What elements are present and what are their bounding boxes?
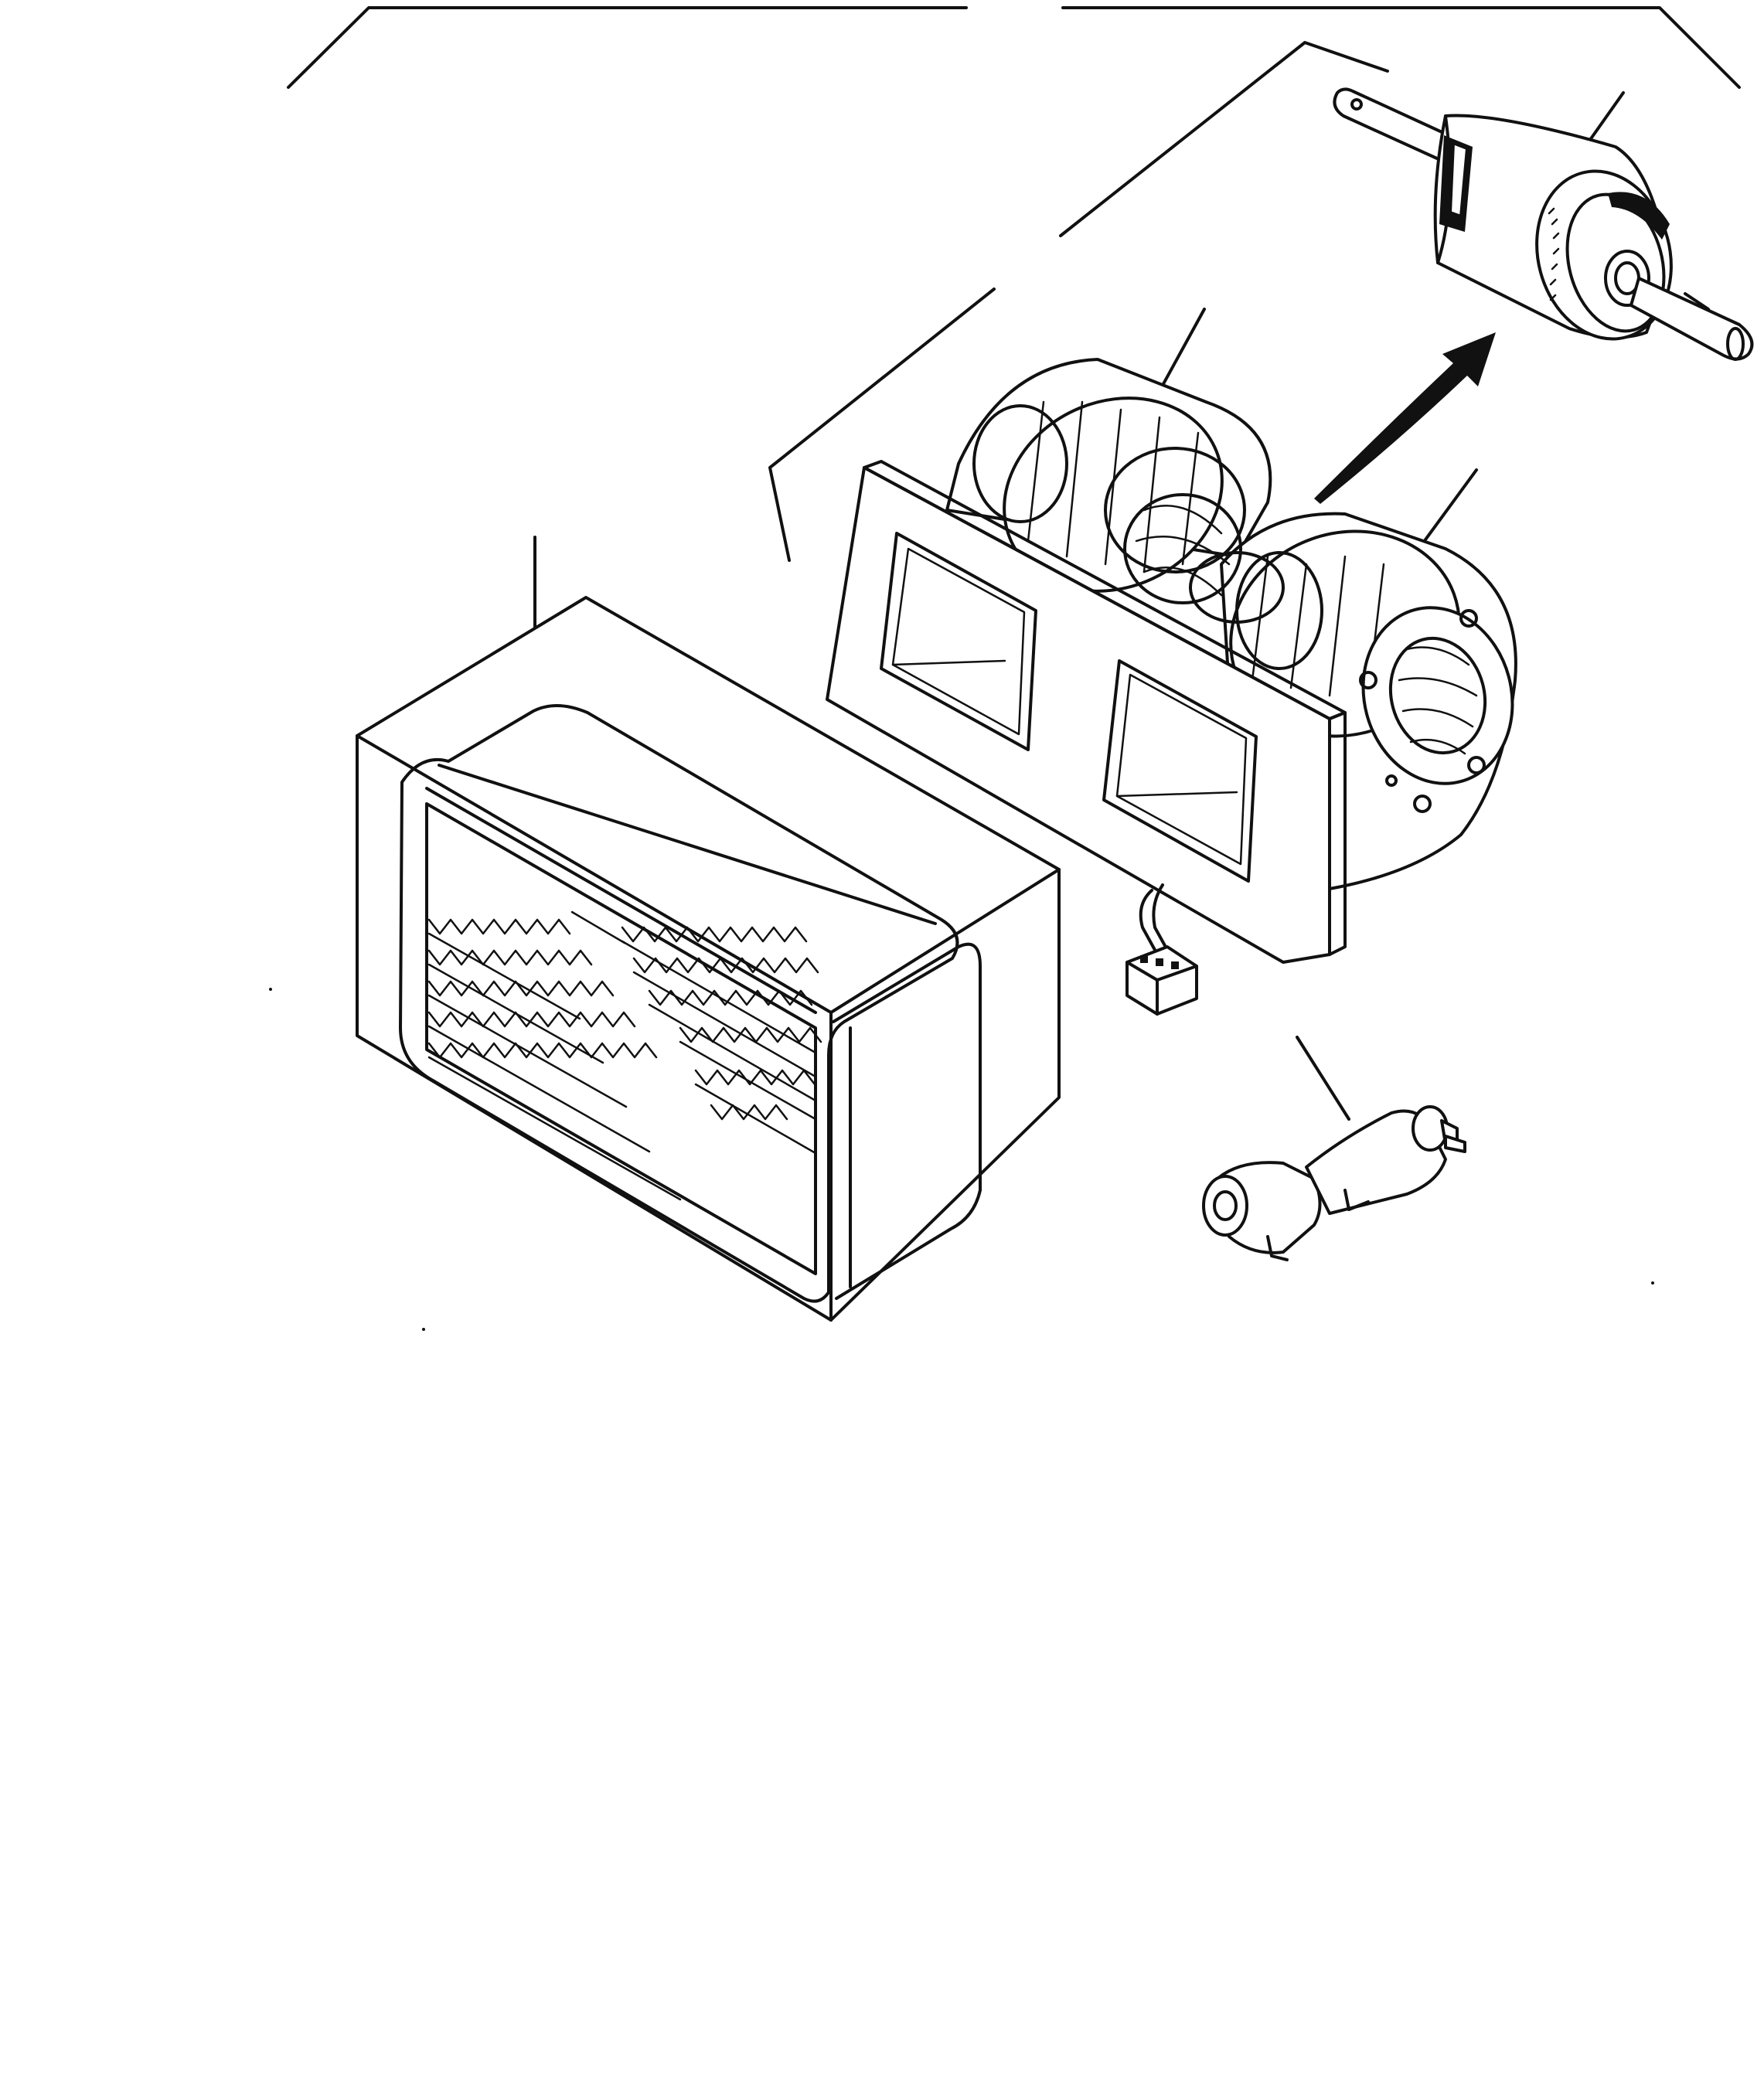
blower-fan-icon	[826, 358, 1517, 964]
group-bracket	[287, 6, 1741, 89]
fan-wheel-icon	[972, 396, 1246, 604]
motor-icon	[1333, 87, 1754, 361]
leader-lines	[533, 41, 1625, 1121]
arrow-icon	[1314, 332, 1496, 504]
fan-wheel-icon	[1229, 529, 1514, 813]
connector-icon	[1125, 883, 1198, 1016]
leader-blower-assembly	[1059, 41, 1389, 237]
resistor-icon	[1202, 1105, 1466, 1261]
fins-left	[427, 918, 682, 1201]
leader-resistor	[1296, 1036, 1350, 1121]
fins-right	[621, 926, 822, 1155]
heater-core-icon	[356, 596, 1061, 1322]
leader-blower-housing	[768, 288, 996, 562]
